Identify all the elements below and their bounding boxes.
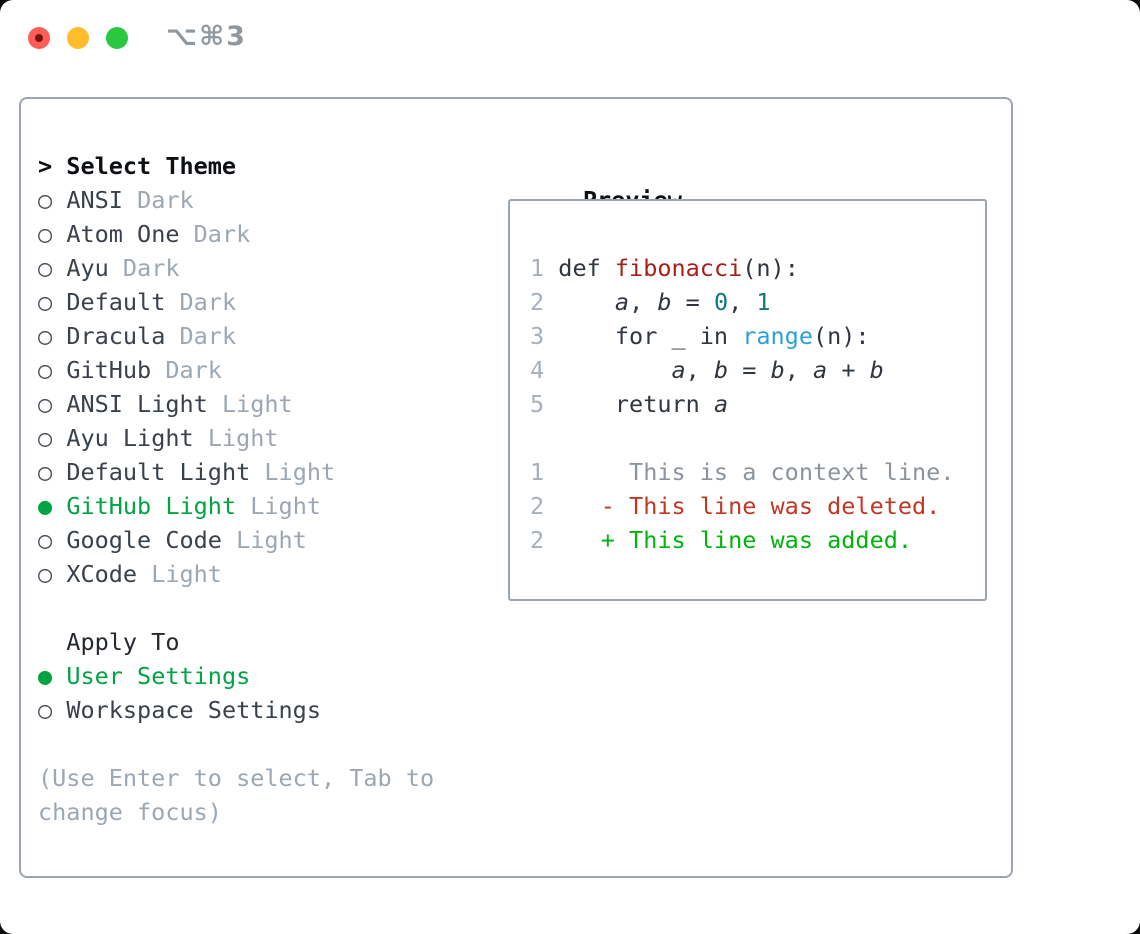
- theme-option-github[interactable]: ○ GitHub Dark: [38, 353, 434, 387]
- theme-variant-label: Dark: [179, 288, 237, 316]
- radio-icon: ○: [38, 186, 53, 214]
- theme-name: Default: [66, 288, 166, 316]
- theme-variant-label: Dark: [179, 322, 237, 350]
- theme-option-atom-one[interactable]: ○ Atom One Dark: [38, 217, 434, 251]
- theme-option-default-light[interactable]: ○ Default Light Light: [38, 455, 434, 489]
- theme-option-ayu-light[interactable]: ○ Ayu Light Light: [38, 421, 434, 455]
- theme-variant-label: Dark: [193, 220, 251, 248]
- hint-row: change focus): [38, 795, 434, 829]
- theme-name: XCode: [66, 560, 138, 588]
- apply-option-user-settings[interactable]: ● User Settings: [38, 659, 434, 693]
- radio-selected-icon: ●: [38, 662, 53, 690]
- theme-option-ayu[interactable]: ○ Ayu Dark: [38, 251, 434, 285]
- prompt-icon: >: [38, 152, 67, 180]
- theme-option-xcode[interactable]: ○ XCode Light: [38, 557, 434, 591]
- close-button-dot-icon: [35, 34, 43, 42]
- radio-icon: ○: [38, 220, 53, 248]
- theme-name: ANSI Light: [66, 390, 208, 418]
- code-preview: 1 def fibonacci(n): 2 a, b = 0, 1 3 for _ …: [530, 251, 954, 557]
- theme-variant-label: Dark: [122, 254, 180, 282]
- theme-variant-label: Light: [264, 458, 336, 486]
- radio-icon: ○: [38, 254, 53, 282]
- minimize-button[interactable]: [67, 27, 89, 49]
- theme-option-github-light[interactable]: ● GitHub Light Light: [38, 489, 434, 523]
- apply-option-workspace-settings[interactable]: ○ Workspace Settings: [38, 693, 434, 727]
- theme-name: Default Light: [66, 458, 251, 486]
- theme-option-default[interactable]: ○ Default Dark: [38, 285, 434, 319]
- theme-variant-label: Light: [250, 492, 321, 520]
- theme-name: Ayu Light: [66, 424, 194, 452]
- theme-name: Atom One: [66, 220, 180, 248]
- diff-deleted-line: 2 - This line was deleted.: [530, 492, 941, 520]
- theme-variant-label: Light: [151, 560, 222, 588]
- theme-option-dracula[interactable]: ○ Dracula Dark: [38, 319, 434, 353]
- code-line: 3 for _ in range(n):: [530, 322, 870, 350]
- code-line: 1 def fibonacci(n):: [530, 254, 799, 282]
- hint-text: change focus): [38, 798, 222, 826]
- zoom-button[interactable]: [106, 27, 128, 49]
- theme-option-google-code[interactable]: ○ Google Code Light: [38, 523, 434, 557]
- diff-context-line: 1 This is a context line.: [530, 458, 955, 486]
- code-line: 5 return a: [530, 390, 729, 418]
- preview-box: 1 def fibonacci(n): 2 a, b = 0, 1 3 for _ …: [508, 199, 987, 601]
- theme-name: Dracula: [66, 322, 166, 350]
- theme-option-ansi-light[interactable]: ○ ANSI Light Light: [38, 387, 434, 421]
- theme-variant-label: Light: [236, 526, 307, 554]
- select-theme-title: Select Theme: [66, 152, 237, 180]
- radio-icon: ○: [38, 458, 53, 486]
- code-line: 4 a, b = b, a + b: [530, 356, 884, 384]
- hint-text: (Use Enter to select, Tab to: [38, 764, 435, 792]
- titlebar: ⌥⌘3: [0, 0, 1140, 97]
- theme-variant-label: Dark: [137, 186, 194, 214]
- code-line: 2 a, b = 0, 1: [530, 288, 771, 316]
- select-theme-header: > Select Theme: [38, 149, 434, 183]
- diff-added-line: 2 + This line was added.: [530, 526, 913, 554]
- theme-name: ANSI: [66, 186, 123, 214]
- theme-picker-panel: > Select Theme○ ANSI Dark○ Atom One Dark…: [19, 97, 1013, 878]
- radio-selected-icon: ●: [38, 492, 53, 520]
- radio-icon: ○: [38, 560, 53, 588]
- spacer-row: [38, 591, 434, 625]
- preview-title-row: Preview: [498, 149, 682, 214]
- apply-option-label: Workspace Settings: [66, 696, 321, 724]
- radio-icon: ○: [38, 696, 53, 724]
- close-button[interactable]: [28, 27, 50, 49]
- theme-variant-label: Light: [221, 390, 293, 418]
- spacer-row: [38, 727, 434, 761]
- theme-name: Google Code: [66, 526, 222, 554]
- hint-row: (Use Enter to select, Tab to: [38, 761, 434, 795]
- radio-icon: ○: [38, 526, 53, 554]
- radio-icon: ○: [38, 390, 53, 418]
- theme-name: GitHub Light: [66, 492, 237, 520]
- window-shortcut-label: ⌥⌘3: [166, 21, 247, 52]
- theme-variant-label: Light: [207, 424, 279, 452]
- theme-name: Ayu: [66, 254, 109, 282]
- radio-icon: ○: [38, 424, 53, 452]
- theme-menu: > Select Theme○ ANSI Dark○ Atom One Dark…: [38, 149, 434, 829]
- theme-name: GitHub: [66, 356, 152, 384]
- apply-to-title: Apply To: [38, 628, 180, 656]
- blank-line: [530, 421, 954, 455]
- radio-icon: ○: [38, 288, 53, 316]
- apply-to-header: Apply To: [38, 625, 434, 659]
- theme-option-ansi[interactable]: ○ ANSI Dark: [38, 183, 434, 217]
- radio-icon: ○: [38, 322, 53, 350]
- apply-option-label: User Settings: [66, 662, 251, 690]
- radio-icon: ○: [38, 356, 53, 384]
- theme-variant-label: Dark: [165, 356, 222, 384]
